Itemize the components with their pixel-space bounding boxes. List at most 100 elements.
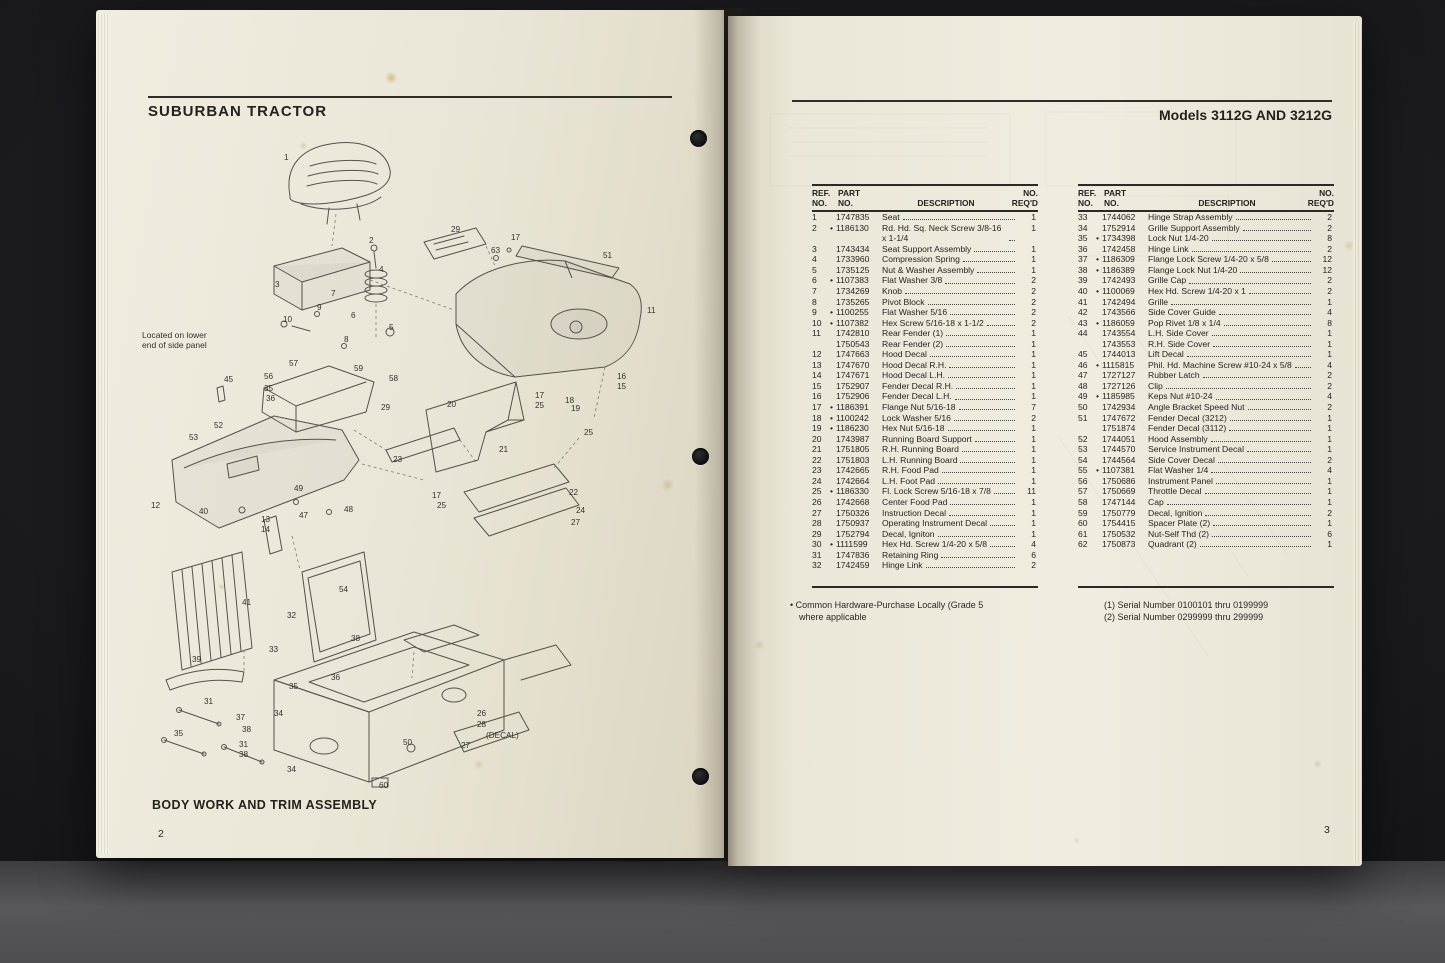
part-no-cell: 1747836	[836, 549, 870, 560]
ref-no-cell: 51	[1078, 412, 1088, 423]
col-part-header: PART NO.	[1104, 188, 1127, 208]
callout-number: 20	[447, 400, 457, 409]
table-surface	[0, 861, 1445, 963]
dot-leader	[1189, 282, 1311, 284]
exploded-diagram: 1229631751347691058114556575958353629201…	[151, 142, 656, 790]
ref-no-cell: 17	[812, 402, 822, 413]
ref-no-cell: 34	[1078, 222, 1088, 233]
running-boards-shape	[463, 463, 580, 537]
description-cell: Clip	[1148, 381, 1314, 392]
diagram-note-line2: end of side panel	[142, 340, 207, 350]
description-cell: Rear Fender (1)	[882, 328, 1018, 339]
qty-cell: 1	[1327, 328, 1332, 339]
part-no-cell: 1751805	[836, 444, 870, 455]
common-hardware-bullet	[1093, 413, 1102, 424]
common-hardware-bullet	[1093, 539, 1102, 550]
ref-no-cell: 15	[812, 380, 822, 391]
ref-no-cell: 19	[812, 423, 822, 434]
description-cell: Grille Support Assembly	[1148, 223, 1314, 234]
common-hardware-bullet	[1093, 307, 1102, 318]
dot-leader	[1229, 430, 1311, 432]
qty-cell: 7	[1031, 402, 1036, 413]
description-cell: Nut-Self Thd (2)	[1148, 529, 1314, 540]
ref-no-cell: 38	[1078, 264, 1088, 275]
common-hardware-bullet	[1093, 444, 1102, 455]
serial-line2: (2) Serial Number 0299999 thru 299999	[1104, 611, 1264, 622]
dot-leader	[949, 514, 1015, 516]
qty-cell: 1	[1031, 349, 1036, 360]
ref-no-cell: 54	[1078, 454, 1088, 465]
grille-cap-shape	[165, 668, 245, 691]
dot-leader	[1248, 293, 1311, 295]
dot-leader	[1211, 240, 1311, 242]
callout-number: 24	[576, 506, 586, 515]
description-cell: Grille Cap	[1148, 275, 1314, 286]
qty-cell: 1	[1327, 486, 1332, 497]
part-no-cell: 1744564	[1102, 454, 1136, 465]
ref-no-cell: 30	[812, 539, 822, 550]
ref-no-cell: 14	[812, 370, 822, 381]
common-hardware-bullet	[1093, 381, 1102, 392]
callout-number: 10	[283, 315, 293, 324]
callout-number: 6	[351, 311, 356, 320]
qty-cell: 1	[1327, 296, 1332, 307]
dot-leader	[1213, 345, 1311, 347]
dot-leader	[1199, 546, 1311, 548]
ref-no-cell: 32	[812, 560, 822, 571]
dot-leader	[1186, 356, 1311, 358]
page-title: SUBURBAN TRACTOR	[148, 103, 328, 120]
callout-number: 27	[461, 741, 471, 750]
part-no-cell: 1115815	[1102, 359, 1135, 370]
callout-number: (DECAL)	[486, 731, 519, 740]
heat-shield-shape	[425, 381, 525, 473]
qty-cell: 1	[1031, 328, 1036, 339]
callout-number: 18	[565, 396, 575, 405]
description-cell: Decal, Ignition	[1148, 508, 1314, 519]
description-text: Flat Washer 5/16	[882, 307, 948, 318]
part-no-cell: 1752794	[836, 528, 870, 539]
common-hardware-bullet	[827, 444, 836, 455]
description-text: Operating Instrument Decal	[882, 518, 988, 529]
description-text: Grille	[1148, 296, 1169, 307]
description-text: Pop Rivet 1/8 x 1/4	[1148, 317, 1221, 328]
part-no-cell: 1100242	[836, 412, 869, 423]
common-hardware-bullet	[1093, 349, 1102, 360]
ref-no-cell: 23	[812, 465, 822, 476]
header-rule	[148, 96, 672, 98]
callout-number: 52	[214, 421, 224, 430]
dot-leader	[950, 504, 1015, 505]
dot-leader	[993, 493, 1015, 495]
common-hardware-bullet	[827, 434, 836, 445]
qty-cell: 2	[1031, 286, 1036, 297]
description-cell: Flange Nut 5/16-18	[882, 402, 1018, 413]
qty-cell: 1	[1031, 264, 1036, 275]
ref-no-cell: 24	[812, 475, 822, 486]
part-no-cell: 1186391	[836, 402, 869, 413]
qty-cell: 4	[1327, 307, 1332, 318]
qty-cell: 1	[1031, 254, 1036, 265]
common-hardware-bullet	[1093, 328, 1102, 339]
dot-leader	[941, 472, 1015, 474]
col-qty-header: NO. REQ'D	[1307, 188, 1334, 208]
ref-no-cell: 29	[812, 528, 822, 539]
dot-leader	[1247, 409, 1311, 411]
qty-cell: 1	[1031, 496, 1036, 507]
description-cell: Spacer Plate (2)	[1148, 518, 1314, 529]
ref-no-cell: 13	[812, 359, 822, 370]
part-no-cell: 1742665	[836, 465, 870, 476]
callout-number: 14	[261, 525, 271, 534]
ref-no-cell: 20	[812, 433, 822, 444]
